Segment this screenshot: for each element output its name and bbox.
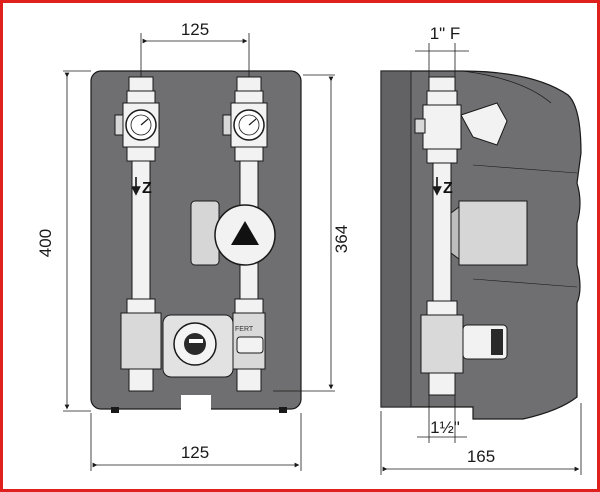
dimension-bottom-width: 125 (90, 413, 302, 471)
front-foot-right (279, 407, 287, 413)
side-pipe-assembly (414, 76, 528, 396)
side-flow-label: Z (443, 180, 453, 197)
dimension-bottom-connection: 1½" (417, 395, 467, 443)
pump-direction-triangle (231, 221, 259, 245)
side-bypass-knob (236, 336, 264, 354)
side-valve-handle (460, 102, 508, 146)
dimension-top-spacing: 125 (140, 20, 250, 77)
top-125-label: 125 (181, 20, 209, 39)
left-mid-nut (126, 146, 156, 162)
left-pipe-assembly (114, 76, 162, 392)
right-top-fitting (236, 76, 262, 92)
height-400-label: 400 (36, 229, 55, 257)
dimension-top-connection: 1" F (415, 24, 469, 77)
left-top-fitting (128, 76, 154, 92)
left-bottom-valve (120, 312, 162, 370)
dimension-total-height: 400 (36, 70, 91, 412)
front-foot-left (111, 407, 119, 413)
front-housing-notch (181, 395, 211, 411)
dimension-side-depth: 165 (380, 403, 582, 475)
right-lower-nut (234, 298, 264, 314)
fert-label: FERT (235, 326, 254, 333)
right-bottom-outlet (236, 368, 262, 392)
left-top-nut (126, 90, 156, 104)
left-flow-marker: Z (131, 177, 152, 197)
left-valve-handle (114, 114, 124, 136)
side-bottom-valve (420, 314, 464, 374)
right-top-nut (234, 90, 264, 104)
bottom-connection-label: 1½" (430, 418, 460, 437)
left-flow-label: Z (142, 180, 152, 197)
right-mid-nut (234, 146, 264, 162)
right-valve-handle (222, 114, 232, 136)
bottom-125-label: 125 (181, 443, 209, 462)
height-364-label: 364 (332, 225, 351, 253)
side-back-plate (380, 70, 412, 408)
depth-165-label: 165 (467, 447, 495, 466)
side-view: Z 1" F 1½" 165 (380, 24, 582, 475)
side-flow-marker: Z (432, 177, 453, 197)
left-lower-nut (126, 298, 156, 314)
front-view: FERT Z 400 364 125 (36, 20, 351, 471)
mixing-valve: FERT (162, 314, 264, 378)
technical-drawing: FERT Z 400 364 125 (36, 20, 582, 475)
dimension-inner-height: 364 (273, 74, 351, 392)
left-bottom-outlet (128, 368, 154, 392)
top-connection-label: 1" F (430, 24, 461, 43)
side-pump-motor (458, 200, 528, 266)
right-pipe-assembly (190, 76, 276, 392)
